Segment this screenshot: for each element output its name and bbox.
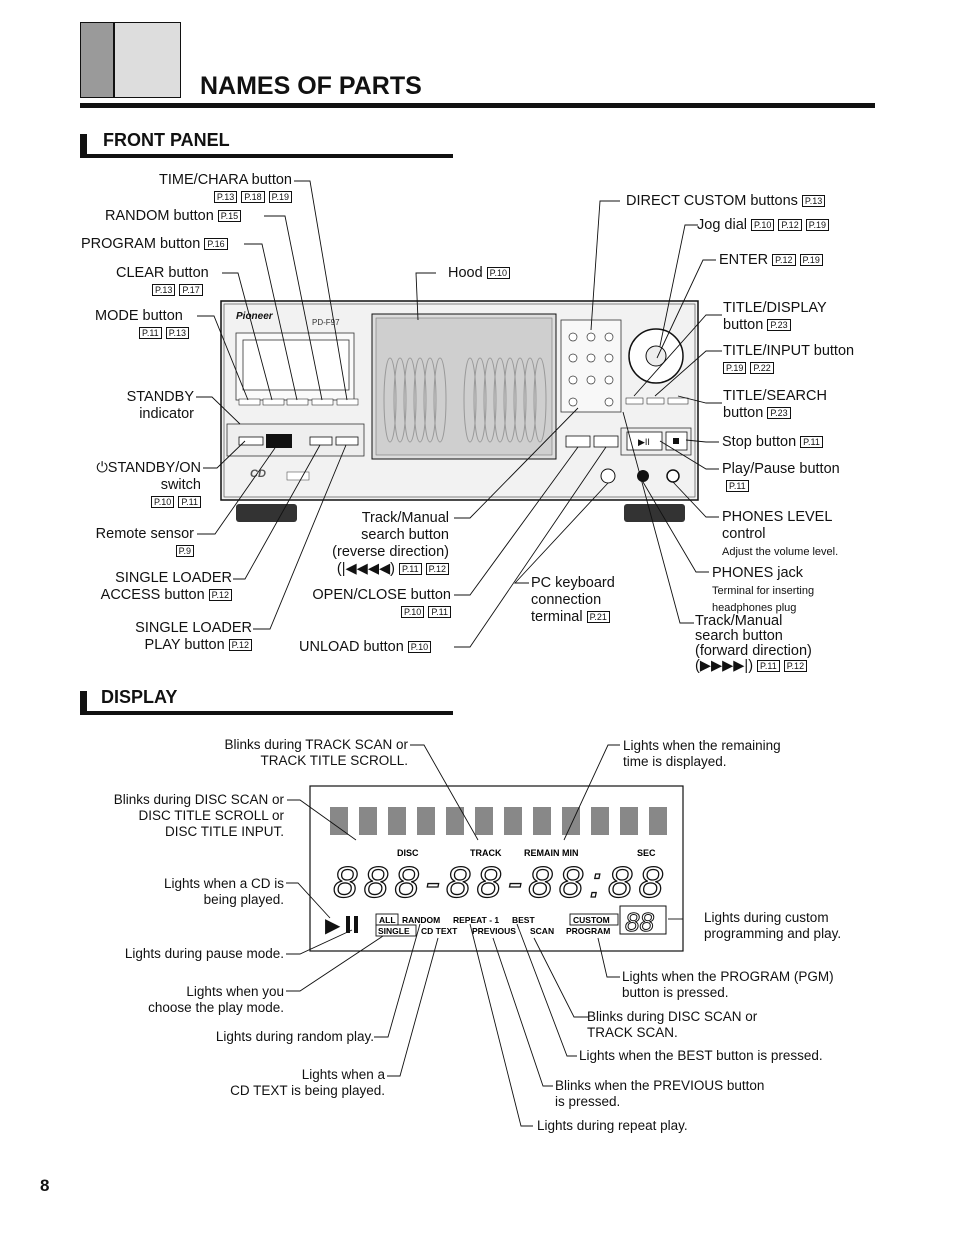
display-all: ALL [379, 915, 396, 925]
display-scan: SCAN [530, 926, 554, 936]
mode-button [238, 398, 261, 406]
note-repeat: Lights during repeat play. [537, 1118, 688, 1133]
display-remain-min: REMAIN MIN [524, 848, 579, 858]
svg-text:CD: CD [250, 468, 266, 480]
standby-on-switch [238, 436, 264, 446]
page-number: 8 [40, 1176, 50, 1195]
display-single: SINGLE [378, 926, 410, 936]
title-rule [80, 103, 875, 108]
play-pause-button [626, 431, 663, 451]
front-panel-heading: FRONT PANEL [103, 130, 230, 150]
display-heading: DISPLAY [101, 687, 178, 707]
note-random: Lights during random play. [215, 1029, 374, 1044]
display-previous: PREVIOUS [472, 926, 516, 936]
svg-text:▶: ▶ [325, 915, 341, 937]
title-search-button [667, 397, 689, 405]
front-panel-rule [80, 154, 453, 158]
device-model: PD-F97 [312, 318, 340, 327]
display-best: BEST [512, 915, 535, 925]
single-loader-access-button [309, 436, 333, 446]
display-program: PROGRAM [566, 926, 610, 936]
title-input-button [646, 397, 665, 405]
display-sec: SEC [637, 848, 656, 858]
enter-button [645, 345, 667, 367]
device-brand: Pioneer [236, 311, 274, 322]
display-main-digits: 888-88-88:88 [333, 858, 664, 907]
program-button [286, 398, 309, 406]
front-panel-heading-bar [80, 134, 87, 158]
display-disc: DISC [397, 848, 419, 858]
display-cd-text: CD TEXT [421, 926, 458, 936]
display-rule [80, 711, 453, 715]
display-heading-bar [80, 691, 87, 715]
title-display-button [625, 397, 644, 405]
display-mini-digits: 88 [625, 907, 654, 937]
phones-jack [637, 470, 649, 482]
display-repeat: REPEAT - 1 [453, 915, 499, 925]
clear-button [262, 398, 285, 406]
note-program: Lights when the PROGRAM (PGM)button is p… [622, 969, 834, 1000]
header-tab-block [80, 22, 181, 98]
note-best: Lights when the BEST button is pressed. [579, 1048, 823, 1063]
remote-sensor [266, 434, 292, 448]
svg-text:▶II: ▶II [638, 437, 650, 447]
front-panel-illustration: Pioneer PD-F97 CD ▶II [196, 180, 722, 648]
random-button [311, 398, 334, 406]
time-chara-button [336, 398, 359, 406]
display-random: RANDOM [402, 915, 440, 925]
note-pause: Lights during pause mode. [124, 946, 284, 961]
display-track: TRACK [470, 848, 502, 858]
single-loader-play-button [335, 436, 359, 446]
display-custom: CUSTOM [573, 915, 610, 925]
page-title: NAMES OF PARTS [200, 72, 422, 100]
